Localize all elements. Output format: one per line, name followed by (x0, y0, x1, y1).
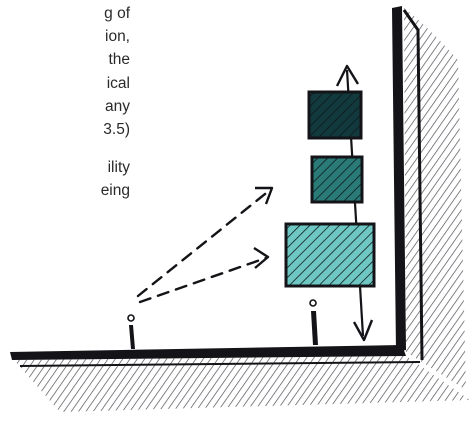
box-bottom (286, 224, 374, 286)
box-middle (312, 157, 362, 202)
wall-vertical (392, 6, 466, 390)
box-top (309, 92, 361, 138)
viewer-figure-right (310, 300, 318, 345)
floor (10, 345, 470, 412)
viewer-figure-left (128, 315, 135, 349)
sightline-arrow-lower (140, 248, 268, 302)
